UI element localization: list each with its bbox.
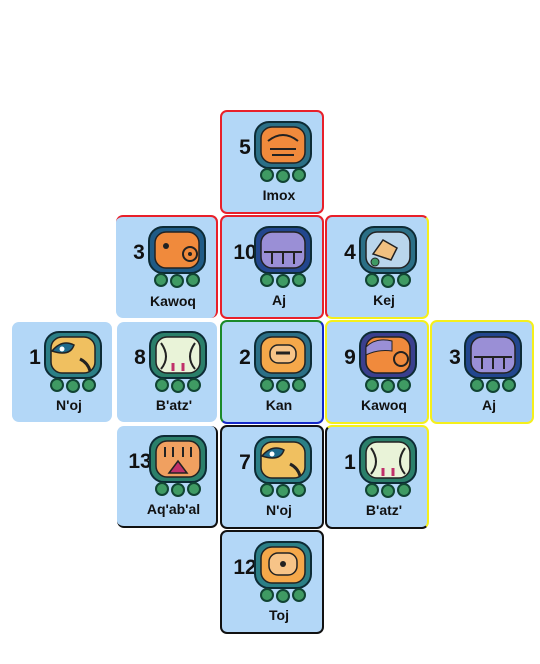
- tile-number: 12: [233, 556, 257, 579]
- tile-number: 7: [239, 451, 251, 474]
- noj-glyph-icon: [254, 436, 312, 498]
- tile-noj[interactable]: 1 N'oj: [12, 322, 112, 422]
- tile-name: Kej: [373, 292, 395, 308]
- tile-name: N'oj: [266, 502, 292, 518]
- tile-number: 3: [449, 346, 461, 369]
- tile-name: Aq'ab'al: [146, 501, 201, 517]
- tile-name: Kawoq: [361, 397, 407, 413]
- noj-glyph-icon: [44, 331, 102, 393]
- tile-number: 4: [344, 241, 356, 264]
- tile-noj-2[interactable]: 7 N'oj: [220, 425, 324, 529]
- kawoq-glyph-icon: [148, 226, 206, 288]
- tile-name: Kan: [265, 397, 293, 413]
- tile-name: Toj: [269, 607, 289, 623]
- batz-glyph-icon: [149, 331, 207, 393]
- kan-glyph-icon: [254, 331, 312, 393]
- tile-name: B'atz': [365, 502, 403, 518]
- tile-aj-2[interactable]: 3 Aj: [430, 320, 534, 424]
- tile-number: 8: [134, 346, 146, 369]
- tile-number: 1: [344, 451, 356, 474]
- tile-kawoq-2[interactable]: 9 Kawoq: [325, 320, 429, 424]
- tile-name: Kawoq: [150, 293, 196, 309]
- tile-toj[interactable]: 12 Toj: [220, 530, 324, 634]
- tile-kan[interactable]: 2 Kan: [220, 320, 324, 424]
- tile-aqabal[interactable]: 13 Aq'ab'al: [117, 426, 218, 528]
- tile-kawoq[interactable]: 3 Kawoq: [116, 215, 218, 318]
- tile-name: Aj: [482, 397, 496, 413]
- tile-imox[interactable]: 5 Imox: [220, 110, 324, 214]
- tile-batz[interactable]: 8 B'atz': [117, 322, 217, 422]
- tile-name: Imox: [262, 187, 296, 203]
- tile-number: 13: [128, 450, 152, 473]
- tile-number: 3: [133, 241, 145, 264]
- batz-glyph-icon: [359, 436, 417, 498]
- tile-number: 1: [29, 346, 41, 369]
- aj-glyph-icon: [464, 331, 522, 393]
- tile-name: Aj: [272, 292, 286, 308]
- kej-glyph-icon: [359, 226, 417, 288]
- aqabal-glyph-icon: [149, 435, 207, 497]
- tile-aj[interactable]: 10 Aj: [220, 215, 324, 319]
- tile-number: 5: [239, 136, 251, 159]
- aj-glyph-icon: [254, 226, 312, 288]
- tile-number: 2: [239, 346, 251, 369]
- tile-name: N'oj: [56, 397, 82, 413]
- kawoq-glyph-icon: [359, 331, 417, 393]
- imox-glyph-icon: [254, 121, 312, 183]
- tile-number: 10: [233, 241, 257, 264]
- tile-kej[interactable]: 4 Kej: [325, 215, 429, 319]
- tile-name: B'atz': [155, 397, 193, 413]
- tile-batz-2[interactable]: 1 B'atz': [325, 425, 429, 529]
- toj-glyph-icon: [254, 541, 312, 603]
- tile-number: 9: [344, 346, 356, 369]
